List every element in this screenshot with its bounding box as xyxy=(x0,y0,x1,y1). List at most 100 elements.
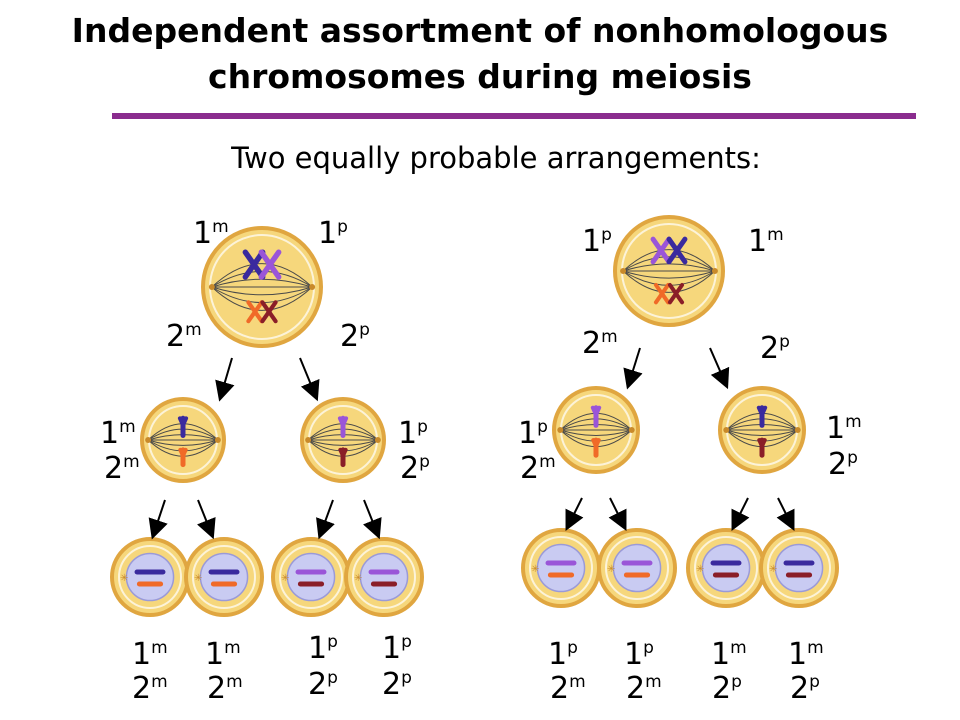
arrow-left-a-to-g2 xyxy=(197,499,216,540)
chromosome-1-arm xyxy=(181,416,189,428)
title-divider xyxy=(112,113,916,119)
cell-highlight xyxy=(118,545,182,609)
label-right-daughter-a-bottom: 2m xyxy=(520,451,556,486)
label-left-parent-2-bottom-left: 2m xyxy=(166,319,202,354)
centrosome-icon: ✳ xyxy=(194,573,202,584)
chromosome-2-left xyxy=(653,283,671,305)
spindle-fibre xyxy=(622,249,716,272)
centrosome-icon xyxy=(794,427,801,433)
right-daughter-cell-a xyxy=(552,386,640,474)
left-gamete-4: ✳ xyxy=(344,537,424,617)
arrow-right-parent-to-b xyxy=(709,347,730,390)
arrow-left-b-to-g4 xyxy=(363,499,382,540)
chromosome-1-arm xyxy=(341,416,349,428)
label-right-gamete-1-bottom: 2m xyxy=(550,671,586,706)
chromosome-1-left xyxy=(242,249,266,280)
nucleus xyxy=(536,543,586,593)
label-right-gamete-4-bottom: 2p xyxy=(790,671,820,706)
arrow-right-b-to-g4 xyxy=(776,497,795,531)
centrosome-icon: ✳ xyxy=(354,573,362,584)
chromosome-2-arm xyxy=(181,447,188,458)
label-left-daughter-b-bottom: 2p xyxy=(400,451,430,486)
left-gamete-3: ✳ xyxy=(271,537,351,617)
centrosome-icon xyxy=(723,427,730,433)
label-right-parent-2-bottom-right: 2p xyxy=(760,331,790,366)
label-right-gamete-3-bottom: 2p xyxy=(712,671,742,706)
spindle-fibre xyxy=(211,263,313,288)
arrow-right-a-to-g1 xyxy=(565,497,584,531)
centrosome-icon: ✳ xyxy=(281,573,289,584)
label-right-gamete-3-top: 1m xyxy=(711,637,747,672)
title-line-1: Independent assortment of nonhomologous xyxy=(71,11,889,50)
centrosome-icon xyxy=(374,437,381,443)
centrosome-icon: ✳ xyxy=(607,564,615,575)
label-right-parent-1-top-left: 1p xyxy=(582,224,612,259)
chromosome-2-right xyxy=(260,300,278,324)
label-right-gamete-2-top: 1p xyxy=(624,637,654,672)
label-right-gamete-4-top: 1m xyxy=(788,637,824,672)
centrosome-icon xyxy=(711,268,718,274)
centrosome-icon xyxy=(214,437,221,443)
chromosome-1-left xyxy=(650,236,672,265)
nucleus xyxy=(612,543,662,593)
chromosome-1-arm xyxy=(594,405,602,417)
chromosome-2-arm xyxy=(760,438,767,449)
label-left-parent-1-top-left: 1m xyxy=(193,216,229,251)
left-gamete-1: ✳ xyxy=(110,537,190,617)
spindle-fibre xyxy=(148,439,218,446)
left-daughter-cell-a xyxy=(140,397,226,483)
label-left-gamete-2-top: 1m xyxy=(205,637,241,672)
right-parent-cell xyxy=(613,215,725,327)
chromosome-1-right xyxy=(258,249,282,280)
label-left-gamete-1-bottom: 2m xyxy=(132,671,168,706)
left-gamete-2: ✳ xyxy=(184,537,264,617)
spindle-fibre xyxy=(622,270,716,279)
label-right-gamete-2-bottom: 2m xyxy=(626,671,662,706)
label-right-daughter-a-top: 1p xyxy=(518,416,548,451)
arrow-right-b-to-g3 xyxy=(731,497,750,531)
arrow-left-parent-to-a xyxy=(215,357,235,402)
label-left-gamete-3-top: 1p xyxy=(308,631,338,666)
label-left-daughter-a-top: 1m xyxy=(100,416,136,451)
label-left-gamete-1-top: 1m xyxy=(132,637,168,672)
label-right-daughter-b-bottom: 2p xyxy=(828,447,858,482)
centrosome-icon xyxy=(557,427,564,433)
arrow-right-a-to-g2 xyxy=(608,497,627,531)
right-gamete-3: ✳ xyxy=(686,528,766,608)
label-left-gamete-2-bottom: 2m xyxy=(207,671,243,706)
label-left-daughter-b-top: 1p xyxy=(398,416,428,451)
arrow-left-a-to-g1 xyxy=(148,499,168,540)
arrow-right-parent-to-a xyxy=(623,347,643,390)
label-right-daughter-b-top: 1m xyxy=(826,411,862,446)
nucleus xyxy=(774,543,824,593)
right-gamete-2: ✳ xyxy=(597,528,677,608)
chromosome-2-left xyxy=(246,300,264,324)
nucleus xyxy=(701,543,751,593)
subtitle: Two equally probable arrangements: xyxy=(231,141,761,175)
centrosome-icon xyxy=(620,268,627,274)
left-arrangement: ✳ ✳ ✳ ✳ 1m 1p 2m 2p 1m 2m 1p 2p 1m 2m 1m… xyxy=(100,216,430,706)
centrosome-icon xyxy=(309,284,316,290)
spindle-fibre xyxy=(560,429,632,436)
spindle-fibre xyxy=(211,286,313,296)
label-left-parent-1-top-right: 1p xyxy=(318,216,348,251)
title-line-2: chromosomes during meiosis xyxy=(208,57,752,96)
nucleus xyxy=(359,552,409,602)
arrow-left-parent-to-b xyxy=(299,357,320,402)
chromosome-2-arm xyxy=(341,447,348,458)
label-left-parent-2-bottom-right: 2p xyxy=(340,319,370,354)
nucleus xyxy=(125,552,175,602)
centrosome-icon xyxy=(628,427,635,433)
centrosome-icon xyxy=(305,437,312,443)
spindle-fibre xyxy=(726,429,798,436)
centrosome-icon: ✳ xyxy=(531,564,539,575)
centrosome-icon: ✳ xyxy=(769,564,777,575)
cell-highlight xyxy=(192,545,256,609)
label-right-parent-1-top-right: 1m xyxy=(748,224,784,259)
page-title: Independent assortment of nonhomologous … xyxy=(0,8,960,100)
left-daughter-cell-b xyxy=(300,397,386,483)
spindle-fibre xyxy=(622,256,716,272)
centrosome-icon xyxy=(145,437,152,443)
chromosome-2-right xyxy=(667,283,685,305)
